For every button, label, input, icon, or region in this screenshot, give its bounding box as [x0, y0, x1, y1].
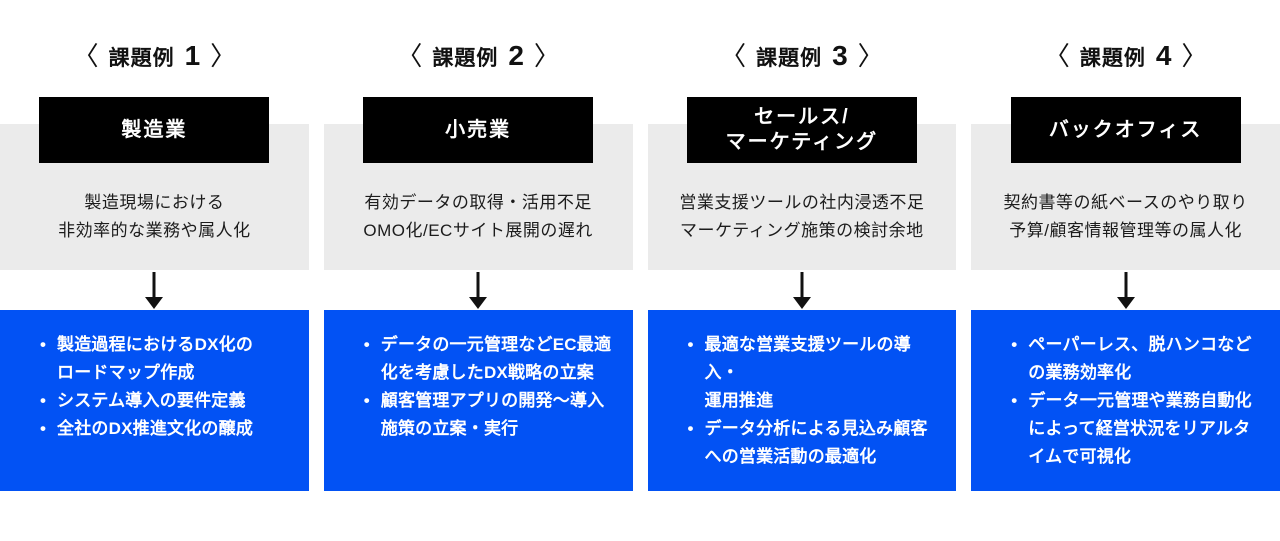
solution-item: ペーパーレス、脱ハンコなど の業務効率化	[1011, 331, 1264, 387]
solutions-list: 最適な営業支援ツールの導入・ 運用推進 データ分析による見込み顧客 への営業活動…	[648, 310, 957, 471]
issue-title-1: 〈 課題例 1 〉	[0, 42, 309, 70]
problem-text: 営業支援ツールの社内浸透不足 マーケティング施策の検討余地	[679, 192, 925, 240]
issue-title-2: 〈 課題例 2 〉	[324, 42, 633, 70]
arrow-shaft	[152, 272, 156, 299]
category-badge: セールス/ マーケティング	[686, 97, 917, 163]
solutions-box: 最適な営業支援ツールの導入・ 運用推進 データ分析による見込み顧客 への営業活動…	[647, 310, 957, 491]
solutions-list: データの一元管理などEC最適 化を考慮したDX戦略の立案 顧客管理アプリの開発〜…	[324, 310, 633, 443]
issue-number: 1	[184, 40, 201, 71]
category-badge: バックオフィス	[1010, 97, 1241, 163]
close-bracket: 〉	[1181, 41, 1208, 71]
column-issue-1: 〈 課題例 1 〉 製造現場における 非効率的な業務や属人化 製造業 製造過程に…	[0, 0, 309, 541]
issue-title-4: 〈 課題例 4 〉	[971, 42, 1280, 70]
open-bracket: 〈	[396, 41, 423, 71]
issue-number: 2	[508, 40, 524, 71]
down-arrow-icon	[792, 272, 812, 309]
category-badge: 小売業	[363, 97, 594, 163]
column-issue-2: 〈 課題例 2 〉 有効データの取得・活用不足 OMO化/ECサイト展開の遅れ …	[323, 0, 633, 541]
solutions-box: ペーパーレス、脱ハンコなど の業務効率化 データ一元管理や業務自動化 によって経…	[971, 310, 1280, 491]
solution-item: システム導入の要件定義	[40, 387, 293, 415]
arrow-shaft	[476, 272, 480, 299]
solution-item: データ分析による見込み顧客 への営業活動の最適化	[688, 415, 941, 471]
issue-label: 課題例	[756, 47, 823, 70]
issue-label: 課題例	[1079, 47, 1146, 70]
close-bracket: 〉	[210, 41, 237, 71]
down-arrow-icon	[144, 272, 164, 309]
open-bracket: 〈	[720, 41, 747, 71]
open-bracket: 〈	[72, 41, 99, 71]
solution-item: 顧客管理アプリの開発〜導入 施策の立案・実行	[364, 387, 617, 443]
issue-label: 課題例	[108, 47, 175, 70]
solution-item: 全社のDX推進文化の醸成	[40, 415, 293, 443]
arrow-head	[1116, 297, 1135, 309]
arrow-head	[145, 297, 164, 309]
down-arrow-icon	[468, 272, 488, 309]
open-bracket: 〈	[1043, 41, 1070, 71]
problem-text: 製造現場における 非効率的な業務や属人化	[58, 192, 251, 240]
category-badge: 製造業	[39, 97, 270, 163]
arrow-head	[792, 297, 811, 309]
solution-item: 最適な営業支援ツールの導入・ 運用推進	[688, 331, 941, 415]
arrow-shaft	[1124, 272, 1128, 299]
solutions-list: ペーパーレス、脱ハンコなど の業務効率化 データ一元管理や業務自動化 によって経…	[971, 310, 1280, 471]
issue-number: 3	[832, 40, 848, 71]
down-arrow-icon	[1116, 272, 1136, 309]
issue-label: 課題例	[432, 47, 499, 70]
issue-title-3: 〈 課題例 3 〉	[648, 42, 957, 70]
problem-text: 契約書等の紙ベースのやり取り 予算/顧客情報管理等の属人化	[1003, 192, 1248, 240]
problem-text: 有効データの取得・活用不足 OMO化/ECサイト展開の遅れ	[363, 192, 593, 240]
close-bracket: 〉	[533, 41, 560, 71]
arrow-head	[469, 297, 488, 309]
column-issue-3: 〈 課題例 3 〉 営業支援ツールの社内浸透不足 マーケティング施策の検討余地 …	[647, 0, 957, 541]
solutions-list: 製造過程におけるDX化の ロードマップ作成 システム導入の要件定義 全社のDX推…	[0, 310, 309, 443]
close-bracket: 〉	[857, 41, 884, 71]
solutions-box: 製造過程におけるDX化の ロードマップ作成 システム導入の要件定義 全社のDX推…	[0, 310, 309, 491]
arrow-shaft	[800, 272, 804, 299]
solution-item: データの一元管理などEC最適 化を考慮したDX戦略の立案	[364, 331, 617, 387]
solution-item: 製造過程におけるDX化の ロードマップ作成	[40, 331, 293, 387]
solution-item: データ一元管理や業務自動化 によって経営状況をリアルタ イムで可視化	[1011, 387, 1264, 471]
column-issue-4: 〈 課題例 4 〉 契約書等の紙ベースのやり取り 予算/顧客情報管理等の属人化 …	[971, 0, 1280, 541]
issue-number: 4	[1155, 40, 1172, 71]
solutions-box: データの一元管理などEC最適 化を考慮したDX戦略の立案 顧客管理アプリの開発〜…	[323, 310, 633, 491]
